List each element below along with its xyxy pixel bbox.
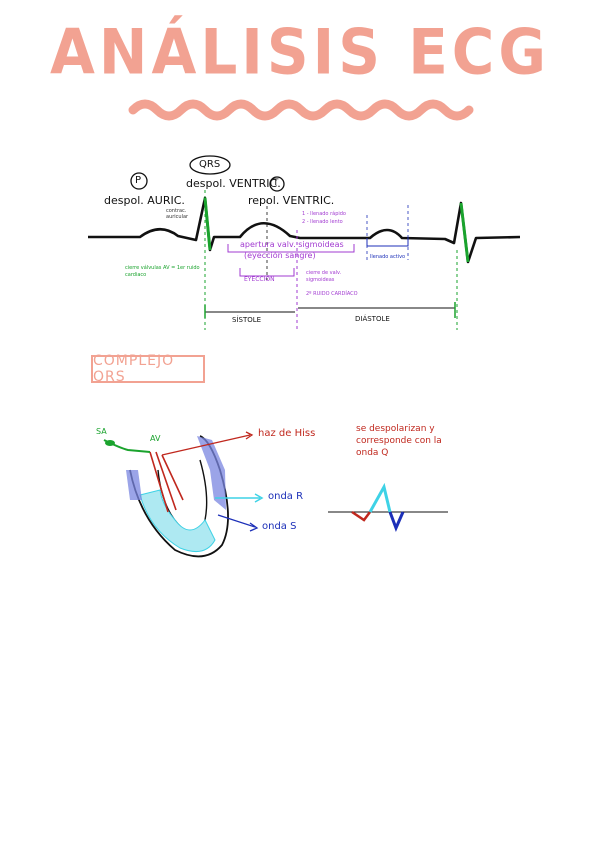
av-node-label: AV	[150, 434, 160, 443]
llenado-rapido-label: 1 - llenado rápido	[302, 211, 346, 217]
despolarizacion-note: se despolarizan y corresponde con la ond…	[356, 423, 456, 459]
eyeccion-sangre-label: (eyección sangre)	[244, 251, 316, 260]
sistole-label: SÍSTOLE	[232, 316, 261, 324]
q-wave	[352, 512, 370, 520]
depol-auric-label: despol. AURIC.	[104, 194, 185, 207]
title-underline-wave	[133, 104, 469, 116]
s-wave	[390, 512, 403, 528]
cierre-valv-av-label: cierre válvulas AV = 1er ruido cardiaco	[125, 265, 215, 279]
llenado-lento-label: 2 - llenado lento	[302, 219, 343, 225]
depol-ventric-label: despol. VENTRIC.	[186, 177, 281, 190]
apertura-valv-label: apertura valv. sigmoideas	[240, 240, 344, 249]
sa-node-label: SA	[96, 427, 107, 436]
qrs-highlight	[205, 198, 210, 250]
repol-ventric-label: repol. VENTRIC.	[248, 194, 334, 207]
eyeccion-label: EYECCIÓN	[244, 276, 275, 283]
section-heading-box: COMPLEJO QRS	[91, 355, 205, 383]
p-label: P	[135, 175, 141, 186]
onda-s-label: onda S	[262, 521, 296, 532]
llenado-activo-label: llenado activo	[370, 254, 405, 260]
diastole-label: DIÁSTOLE	[355, 315, 390, 323]
segundo-ruido-label: 2º RUIDO CARDÍACO	[306, 291, 358, 297]
contrac-auricular-note: contrac. auricular	[166, 208, 196, 220]
qrs-highlight-2	[461, 203, 468, 262]
section-heading: COMPLEJO QRS	[93, 353, 203, 385]
cierre-sigmoideas-label: cierre de valv. sigmoideas	[306, 270, 356, 284]
onda-r-label: onda R	[268, 491, 303, 502]
haz-de-hiss-label: haz de Hiss	[258, 428, 315, 439]
qrs-label: QRS	[199, 159, 220, 170]
r-wave	[370, 487, 390, 512]
